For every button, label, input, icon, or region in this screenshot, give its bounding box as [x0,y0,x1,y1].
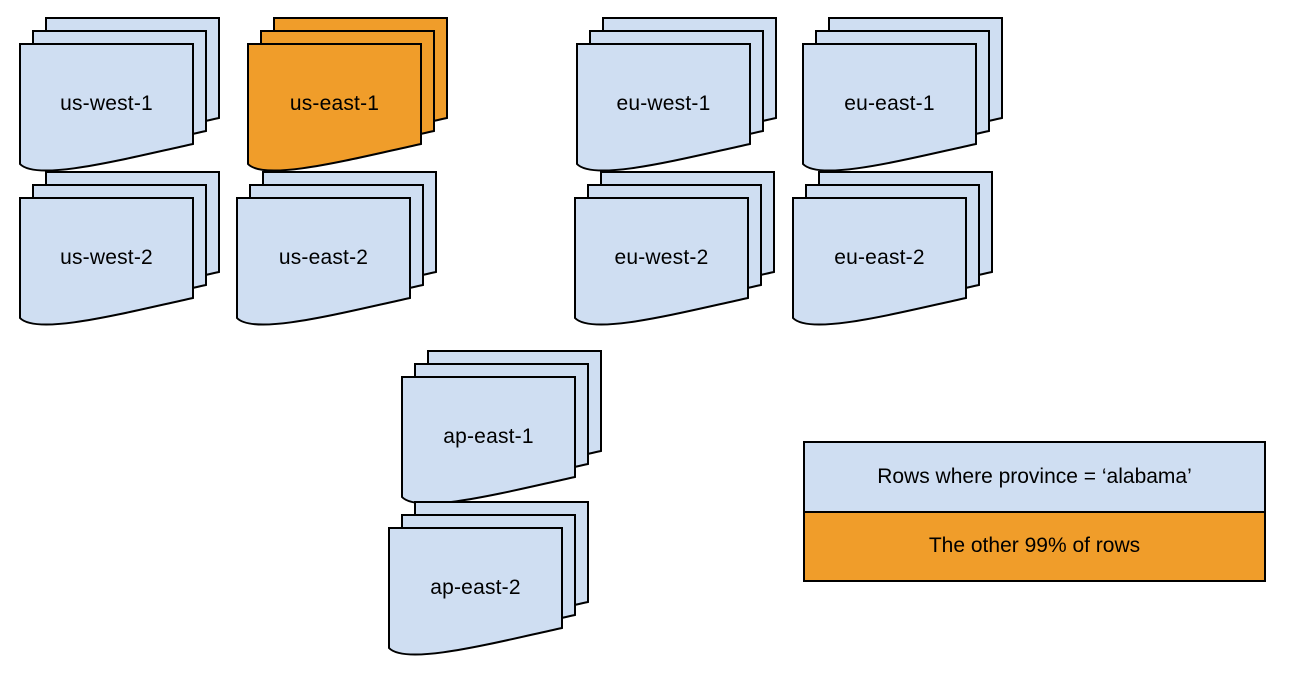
region-label: us-east-2 [278,246,369,269]
doc-page-front [388,527,563,656]
document-stack-icon [247,17,448,172]
doc-page-front [574,197,749,326]
region-label: eu-east-1 [844,92,935,115]
document-stack-icon [802,17,1003,172]
doc-page-front [792,197,967,326]
doc-page-front [247,43,422,172]
legend-item-alabama-rows: Rows where province = ‘alabama’ [805,443,1264,513]
doc-page-front [19,43,194,172]
doc-page-front [236,197,411,326]
document-stack-icon [236,171,437,326]
region-label: ap-east-2 [430,576,521,599]
region-stack-us-east-2: us-east-2 [236,171,437,329]
region-stack-ap-east-2: ap-east-2 [388,501,589,659]
document-stack-icon [576,17,777,172]
doc-page-front [19,197,194,326]
region-label: us-east-1 [289,92,380,115]
region-stack-us-west-1: us-west-1 [19,17,220,175]
legend-item-other-rows: The other 99% of rows [805,512,1264,580]
doc-page-front [401,376,576,505]
region-stack-ap-east-1: ap-east-1 [401,350,602,508]
legend: Rows where province = ‘alabama’ The othe… [803,441,1266,582]
region-label: us-west-1 [60,92,153,115]
region-stack-us-west-2: us-west-2 [19,171,220,329]
region-label: eu-west-1 [616,92,711,115]
document-stack-icon [574,171,775,326]
document-stack-icon [19,17,220,172]
region-label: us-west-2 [60,246,153,269]
document-stack-icon [19,171,220,326]
region-stack-eu-west-1: eu-west-1 [576,17,777,175]
region-stack-eu-east-1: eu-east-1 [802,17,1003,175]
legend-item-label: The other 99% of rows [928,534,1141,558]
document-stack-icon [388,501,589,656]
doc-page-front [802,43,977,172]
document-stack-icon [792,171,993,326]
region-label: eu-west-2 [614,246,709,269]
region-stack-eu-east-2: eu-east-2 [792,171,993,329]
region-label: ap-east-1 [443,425,534,448]
region-stack-us-east-1: us-east-1 [247,17,448,175]
doc-page-front [576,43,751,172]
document-stack-icon [401,350,602,505]
legend-item-label: Rows where province = ‘alabama’ [877,464,1192,488]
region-label: eu-east-2 [834,246,925,269]
region-stack-eu-west-2: eu-west-2 [574,171,775,329]
